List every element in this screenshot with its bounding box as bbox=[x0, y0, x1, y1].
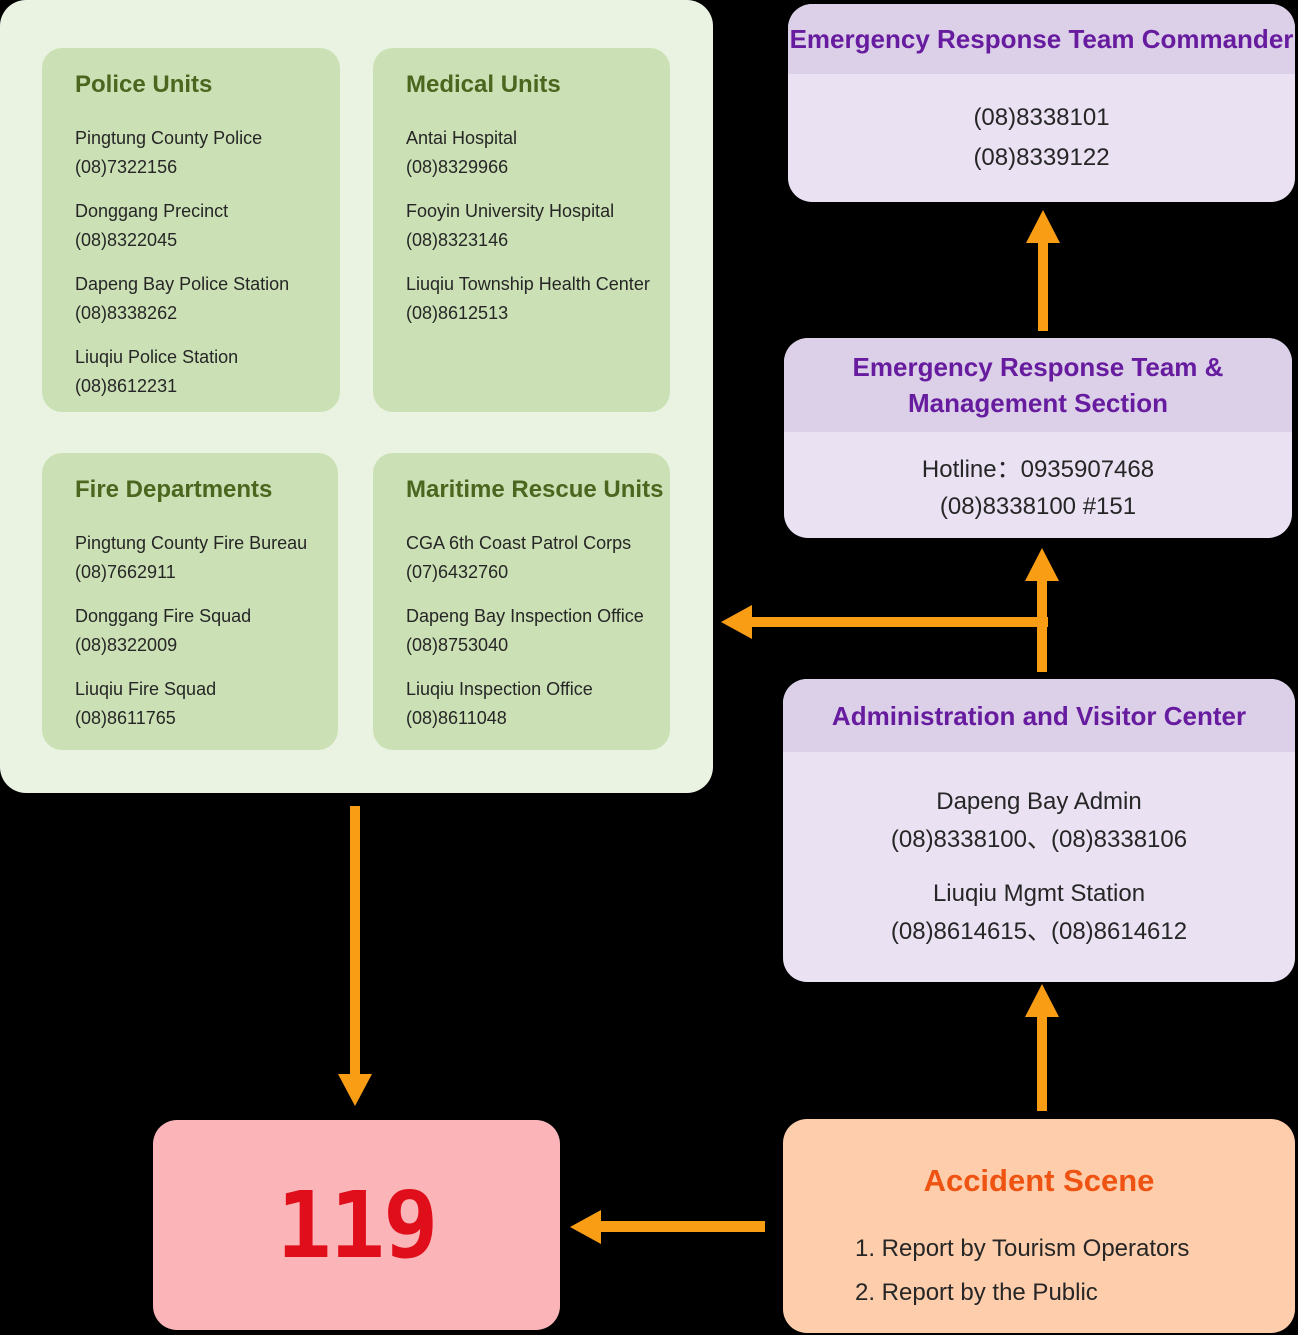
maritime-rescue-units-title: Maritime Rescue Units bbox=[406, 476, 664, 503]
commander-phone: (08)8339122 bbox=[973, 144, 1110, 171]
contact-name: Pingtung County Police bbox=[75, 128, 263, 148]
admin-group-phones: (08)8614615、(08)8614612 bbox=[890, 918, 1188, 945]
fire-departments-title: Fire Departments bbox=[75, 476, 273, 503]
contact-name: Pingtung County Fire Bureau bbox=[75, 533, 308, 553]
contact-phone: (08)7322156 bbox=[75, 157, 178, 177]
medical-units-title: Medical Units bbox=[406, 71, 561, 98]
arrow-shaft bbox=[1037, 1014, 1047, 1111]
commander-phone: (08)8338101 bbox=[973, 104, 1110, 131]
contact-phone: (07)6432760 bbox=[406, 562, 509, 582]
maritime-rescue-units-entries: CGA 6th Coast Patrol Corps (07)6432760 D… bbox=[406, 529, 646, 748]
emergency-number-card: 119 bbox=[153, 1120, 560, 1330]
arrow-shaft bbox=[350, 806, 360, 1076]
contact-phone: (08)8612231 bbox=[75, 376, 178, 396]
contact-phone: (08)8338262 bbox=[75, 303, 178, 323]
contact-entry: Pingtung County Police (08)7322156 bbox=[75, 124, 334, 182]
arrow-head-left-icon bbox=[721, 605, 752, 639]
administration-title: Administration and Visitor Center bbox=[831, 700, 1247, 731]
contact-phone: (08)8753040 bbox=[406, 635, 509, 655]
management-extension-phone: (08)8338100 #151 bbox=[939, 493, 1137, 520]
contact-phone: (08)8611765 bbox=[75, 708, 176, 728]
contact-phone: (08)8323146 bbox=[406, 230, 509, 250]
fire-departments-card: Fire Departments Pingtung County Fire Bu… bbox=[42, 453, 338, 750]
management-title-line2: Management Section bbox=[907, 388, 1169, 418]
accident-report-item: 2. Report by the Public bbox=[855, 1279, 1098, 1306]
contact-name: Donggang Precinct bbox=[75, 201, 229, 221]
commander-title: Emergency Response Team Commander bbox=[789, 24, 1294, 54]
commander-card-header: Emergency Response Team Commander bbox=[788, 4, 1295, 74]
management-hotline: Hotline：0935907468 bbox=[921, 456, 1155, 483]
contact-name: Liuqiu Township Health Center bbox=[406, 274, 650, 294]
contact-entry: CGA 6th Coast Patrol Corps (07)6432760 bbox=[406, 529, 646, 587]
arrow-head-left-icon bbox=[570, 1210, 601, 1244]
administration-body: Dapeng Bay Admin (08)8338100、(08)8338106… bbox=[783, 752, 1295, 982]
contact-name: Fooyin University Hospital bbox=[406, 201, 615, 221]
arrow-head-up-icon bbox=[1026, 210, 1060, 243]
management-section-header: Emergency Response Team & Management Sec… bbox=[784, 338, 1292, 432]
contact-entry: Dapeng Bay Inspection Office (08)8753040 bbox=[406, 602, 646, 660]
arrow-head-up-icon bbox=[1025, 548, 1059, 581]
contact-entry: Donggang Precinct (08)8322045 bbox=[75, 197, 334, 255]
contact-entry: Liuqiu Inspection Office (08)8611048 bbox=[406, 675, 646, 733]
accident-scene-title: Accident Scene bbox=[923, 1163, 1155, 1198]
contact-phone: (08)8329966 bbox=[406, 157, 509, 177]
commander-card-body: (08)8338101 (08)8339122 bbox=[788, 74, 1295, 202]
contact-name: Antai Hospital bbox=[406, 128, 518, 148]
contact-name: Donggang Fire Squad bbox=[75, 606, 252, 626]
admin-group-name: Liuqiu Mgmt Station bbox=[932, 880, 1146, 907]
responder-units-panel: Police Units Pingtung County Police (08)… bbox=[0, 0, 713, 793]
contact-entry: Liuqiu Fire Squad (08)8611765 bbox=[75, 675, 332, 733]
contact-entry: Fooyin University Hospital (08)8323146 bbox=[406, 197, 664, 255]
contact-name: CGA 6th Coast Patrol Corps bbox=[406, 533, 632, 553]
contact-phone: (08)8322045 bbox=[75, 230, 178, 250]
contact-entry: Liuqiu Township Health Center (08)861251… bbox=[406, 270, 664, 328]
admin-group-name: Dapeng Bay Admin bbox=[936, 788, 1142, 815]
contact-name: Liuqiu Fire Squad bbox=[75, 679, 217, 699]
contact-entry: Liuqiu Police Station (08)8612231 bbox=[75, 343, 334, 401]
fire-departments-entries: Pingtung County Fire Bureau (08)7662911 … bbox=[75, 529, 332, 733]
contact-entry: Pingtung County Fire Bureau (08)7662911 bbox=[75, 529, 332, 587]
contact-phone: (08)8322009 bbox=[75, 635, 178, 655]
medical-units-entries: Antai Hospital (08)8329966 Fooyin Univer… bbox=[406, 124, 664, 328]
management-section-card: Emergency Response Team & Management Sec… bbox=[784, 338, 1292, 538]
contact-phone: (08)8611048 bbox=[406, 708, 507, 728]
contact-name: Dapeng Bay Inspection Office bbox=[406, 606, 644, 626]
arrow-head-down-icon bbox=[338, 1074, 372, 1106]
contact-phone: (08)8612513 bbox=[406, 303, 509, 323]
accident-scene-card: Accident Scene 1. Report by Tourism Oper… bbox=[783, 1119, 1295, 1333]
contact-name: Liuqiu Inspection Office bbox=[406, 679, 593, 699]
admin-contact-group: Dapeng Bay Admin (08)8338100、(08)8338106 bbox=[891, 783, 1187, 859]
maritime-rescue-units-card: Maritime Rescue Units CGA 6th Coast Patr… bbox=[373, 453, 670, 750]
contact-phone: (08)7662911 bbox=[75, 562, 176, 582]
police-units-title: Police Units bbox=[75, 71, 213, 98]
admin-group-phones: (08)8338100、(08)8338106 bbox=[890, 826, 1188, 853]
arrow-shaft bbox=[752, 617, 1048, 627]
contact-entry: Antai Hospital (08)8329966 bbox=[406, 124, 664, 182]
arrow-shaft bbox=[601, 1221, 765, 1232]
arrow-head-up-icon bbox=[1025, 984, 1059, 1017]
management-section-body: Hotline：0935907468 (08)8338100 #151 bbox=[784, 432, 1292, 538]
administration-visitor-center-card: Administration and Visitor Center Dapeng… bbox=[783, 679, 1295, 982]
emergency-number: 119 bbox=[276, 1171, 438, 1279]
police-units-card: Police Units Pingtung County Police (08)… bbox=[42, 48, 340, 412]
contact-entry: Dapeng Bay Police Station (08)8338262 bbox=[75, 270, 334, 328]
admin-contact-group: Liuqiu Mgmt Station (08)8614615、(08)8614… bbox=[891, 875, 1187, 951]
accident-report-item: 1. Report by Tourism Operators bbox=[855, 1235, 1190, 1262]
commander-card: Emergency Response Team Commander (08)83… bbox=[788, 4, 1295, 202]
contact-name: Liuqiu Police Station bbox=[75, 347, 239, 367]
arrow-shaft bbox=[1038, 242, 1048, 331]
administration-header: Administration and Visitor Center bbox=[783, 679, 1295, 752]
management-title-line1: Emergency Response Team & bbox=[852, 352, 1224, 382]
contact-name: Dapeng Bay Police Station bbox=[75, 274, 290, 294]
contact-entry: Donggang Fire Squad (08)8322009 bbox=[75, 602, 332, 660]
police-units-entries: Pingtung County Police (08)7322156 Dongg… bbox=[75, 124, 334, 401]
medical-units-card: Medical Units Antai Hospital (08)8329966… bbox=[373, 48, 670, 412]
